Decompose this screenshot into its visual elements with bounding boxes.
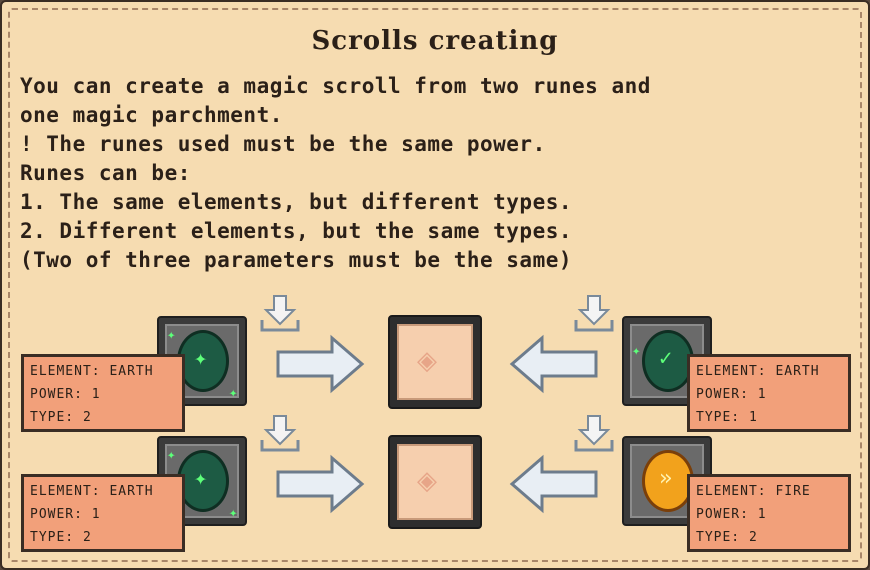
rune-info-box: ELEMENT: EARTH POWER: 1 TYPE: 2 <box>21 474 185 552</box>
rune-power: POWER: 1 <box>30 387 101 402</box>
instruction-line: Runes can be: <box>20 161 191 185</box>
rune-type: TYPE: 1 <box>696 410 758 425</box>
down-arrow-icon <box>574 415 614 452</box>
down-arrow-icon <box>260 295 300 332</box>
magic-parchment-icon: ◈ <box>397 324 473 400</box>
rune-power: POWER: 1 <box>696 507 767 522</box>
rune-element: ELEMENT: FIRE <box>696 484 811 499</box>
sparkle-icon: ✦ <box>229 385 238 401</box>
right-arrow-icon <box>276 454 365 514</box>
instruction-line: one magic parchment. <box>20 103 283 127</box>
rune-info-box: ELEMENT: FIRE POWER: 1 TYPE: 2 <box>687 474 851 552</box>
rune-power: POWER: 1 <box>30 507 101 522</box>
fire-rune-icon: » <box>642 450 694 512</box>
rune-info-box: ELEMENT: EARTH POWER: 1 TYPE: 2 <box>21 354 185 432</box>
panel-title: Scrolls creating <box>311 26 559 56</box>
sparkle-icon: ✦ <box>632 343 641 359</box>
rune-info-box: ELEMENT: EARTH POWER: 1 TYPE: 1 <box>687 354 851 432</box>
sparkle-icon: ✦ <box>167 327 176 343</box>
sparkle-icon: ✦ <box>167 447 176 463</box>
instruction-line: (Two of three parameters must be the sam… <box>20 248 573 272</box>
left-arrow-icon <box>509 334 598 394</box>
rune-type: TYPE: 2 <box>30 530 92 545</box>
rune-element: ELEMENT: EARTH <box>30 364 154 379</box>
result-parchment-slot[interactable]: ◈ <box>388 315 482 409</box>
rune-type: TYPE: 2 <box>30 410 92 425</box>
rune-type: TYPE: 2 <box>696 530 758 545</box>
magic-parchment-icon: ◈ <box>397 444 473 520</box>
earth-rune-icon: ✦ <box>177 330 229 392</box>
down-arrow-icon <box>574 295 614 332</box>
instruction-line: You can create a magic scroll from two r… <box>20 74 651 98</box>
sparkle-icon: ✦ <box>229 505 238 521</box>
rune-power: POWER: 1 <box>696 387 767 402</box>
rune-element: ELEMENT: EARTH <box>30 484 154 499</box>
instruction-line: 1. The same elements, but different type… <box>20 190 573 214</box>
instruction-line: ! The runes used must be the same power. <box>20 132 546 156</box>
result-parchment-slot[interactable]: ◈ <box>388 435 482 529</box>
panel-border <box>8 8 862 562</box>
instruction-line: 2. Different elements, but the same type… <box>20 219 573 243</box>
instructions-text: You can create a magic scroll from two r… <box>20 72 651 275</box>
left-arrow-icon <box>509 454 598 514</box>
right-arrow-icon <box>276 334 365 394</box>
rune-element: ELEMENT: EARTH <box>696 364 820 379</box>
down-arrow-icon <box>260 415 300 452</box>
